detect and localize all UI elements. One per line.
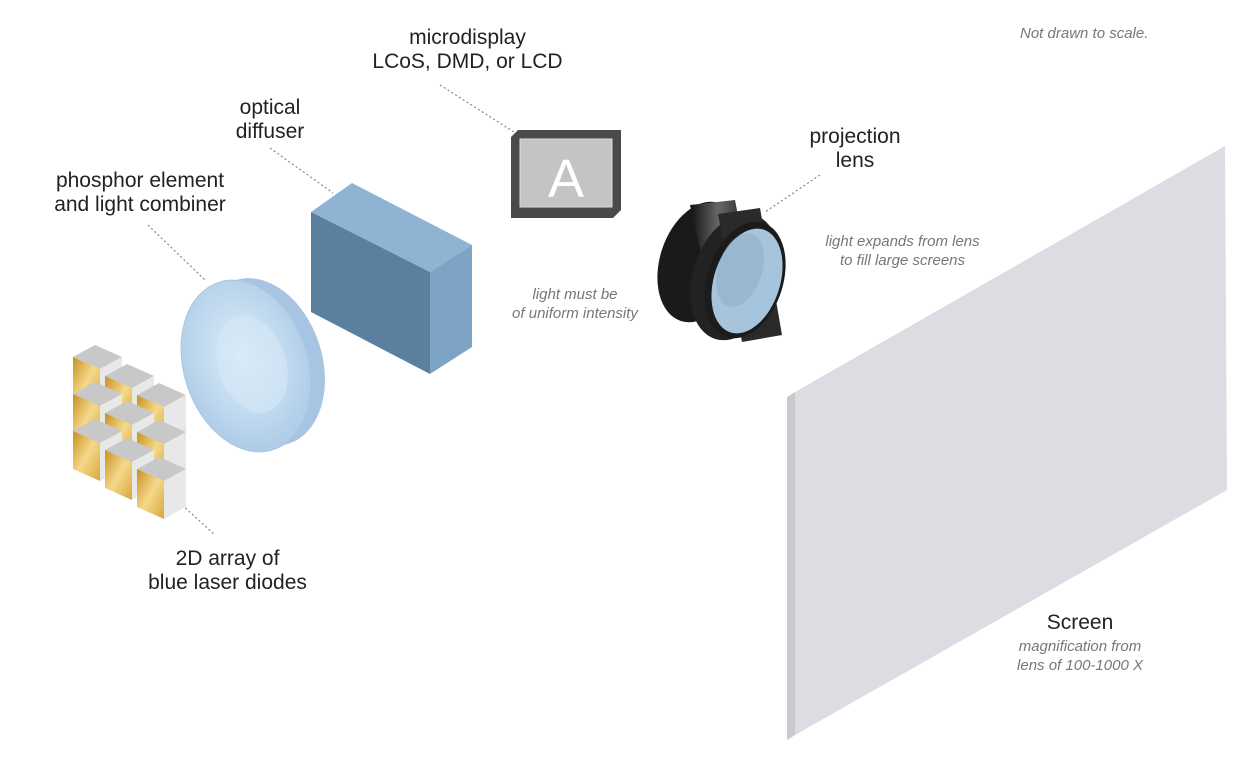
label-line: 2D array of [175, 547, 280, 570]
screen [787, 146, 1227, 740]
scale-note: Not drawn to scale. [1020, 25, 1149, 42]
laser-cube-top [105, 401, 154, 425]
label-line: projection [809, 125, 901, 148]
label-line: blue laser diodes [148, 571, 307, 594]
label-screen: Screen [1046, 611, 1114, 634]
laser-cube-top [73, 382, 122, 406]
laser-diode-face [105, 450, 132, 500]
projection-lens [657, 200, 786, 342]
label-laser-array: 2D array of blue laser diodes [115, 547, 340, 595]
label-line: diffuser [235, 120, 305, 143]
laser-cube-top [137, 383, 186, 407]
microdisplay: A [511, 130, 621, 218]
phosphor-lens [180, 278, 325, 453]
label-line: optical [239, 96, 301, 119]
note-expands: light expands from lens to fill large sc… [795, 232, 1010, 270]
laser-diode-face [137, 469, 164, 519]
note-line: light expands from lens [825, 233, 980, 250]
label-phosphor: phosphor element and light combiner [20, 169, 260, 217]
label-line: lens [835, 149, 875, 172]
label-line: microdisplay [409, 26, 526, 49]
laser-cube-top [73, 419, 122, 443]
note-magnification: magnification from lens of 100-1000 X [990, 637, 1170, 675]
label-line: phosphor element [55, 169, 225, 192]
note-line: lens of 100-1000 X [1017, 657, 1143, 674]
laser-cube-top [137, 457, 186, 481]
optical-diffuser [311, 183, 472, 374]
label-microdisplay: microdisplay LCoS, DMD, or LCD [345, 26, 590, 74]
note-line: of uniform intensity [512, 305, 638, 322]
label-line: LCoS, DMD, or LCD [372, 50, 563, 73]
note-line: magnification from [1018, 638, 1142, 655]
leader-lines [147, 84, 821, 536]
note-uniform: light must be of uniform intensity [490, 285, 660, 323]
laser-cube-top [105, 438, 154, 462]
laser-diode-face [73, 431, 100, 481]
laser-diode-array [73, 345, 186, 519]
label-diffuser: optical diffuser [210, 96, 330, 144]
label-projection-lens: projection lens [785, 125, 925, 173]
label-line: and light combiner [54, 193, 226, 216]
laser-cube-top [73, 345, 122, 369]
laser-cube-top [137, 420, 186, 444]
microdisplay-letter: A [548, 149, 584, 209]
laser-cube-side [164, 469, 186, 519]
note-line: to fill large screens [839, 252, 966, 269]
note-line: light must be [532, 286, 618, 303]
laser-cube-top [105, 364, 154, 388]
